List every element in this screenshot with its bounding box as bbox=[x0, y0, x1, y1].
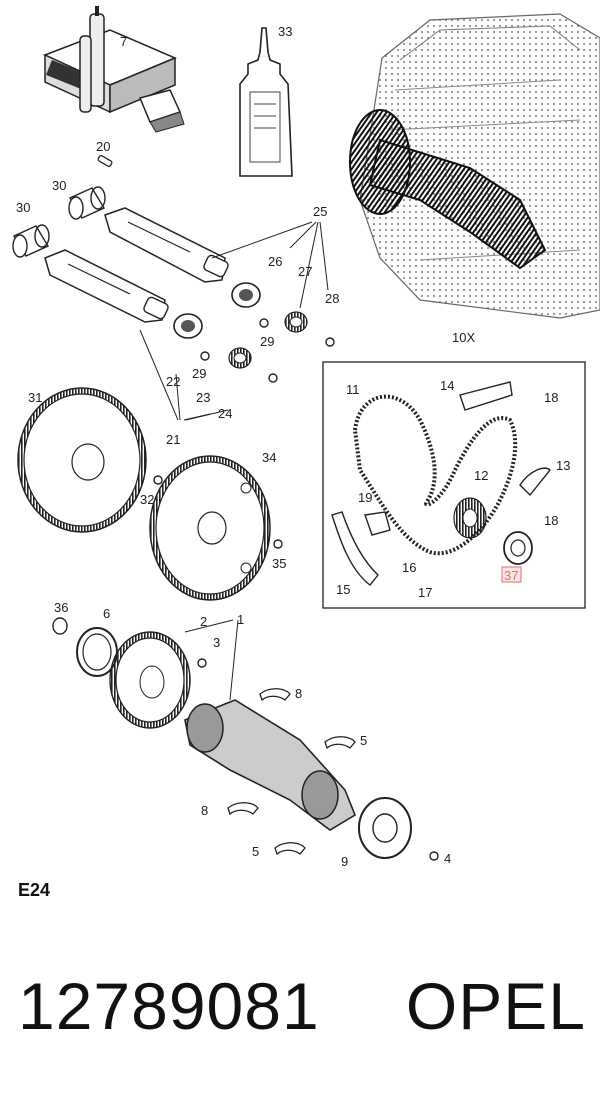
callout-29: 29 bbox=[192, 366, 206, 381]
callout-10x: 10X bbox=[452, 330, 475, 345]
callout-18: 18 bbox=[544, 513, 558, 528]
callout-1: 1 bbox=[237, 612, 244, 627]
balance-shafts bbox=[44, 207, 229, 323]
callout-30: 30 bbox=[52, 178, 66, 193]
crankshaft-assembly bbox=[52, 617, 412, 859]
callout-26: 26 bbox=[268, 254, 282, 269]
callout-15: 15 bbox=[336, 582, 350, 597]
callout-27: 27 bbox=[298, 264, 312, 279]
callout-6: 6 bbox=[103, 606, 110, 621]
callout-7: 7 bbox=[120, 34, 127, 49]
callout-5: 5 bbox=[252, 844, 259, 859]
callout-labels: 7 33 20 30 30 25 26 27 28 29 29 22 23 24… bbox=[16, 24, 570, 869]
callout-34: 34 bbox=[262, 450, 276, 465]
callout-17: 17 bbox=[418, 585, 432, 600]
callout-2: 2 bbox=[200, 614, 207, 629]
callout-24: 24 bbox=[218, 406, 232, 421]
callout-36: 36 bbox=[54, 600, 68, 615]
engine-block-illustration bbox=[349, 13, 600, 319]
callout-8: 8 bbox=[295, 686, 302, 701]
callout-23: 23 bbox=[196, 390, 210, 405]
shaft-sprockets bbox=[173, 282, 308, 369]
callout-4: 4 bbox=[444, 851, 451, 866]
callout-30: 30 bbox=[16, 200, 30, 215]
highlight-box-37 bbox=[501, 566, 522, 583]
pin-part bbox=[97, 154, 113, 168]
callout-3: 3 bbox=[213, 635, 220, 650]
timing-chain-kit-box bbox=[322, 361, 586, 609]
callout-29: 29 bbox=[260, 334, 274, 349]
callout-37: 37 bbox=[504, 568, 518, 583]
callout-35: 35 bbox=[272, 556, 286, 571]
callout-32: 32 bbox=[140, 492, 154, 507]
callout-13: 13 bbox=[556, 458, 570, 473]
callout-18: 18 bbox=[544, 390, 558, 405]
callout-20: 20 bbox=[96, 139, 110, 154]
callout-5: 5 bbox=[360, 733, 367, 748]
leader-lines bbox=[139, 221, 329, 701]
callout-25: 25 bbox=[313, 204, 327, 219]
callout-12: 12 bbox=[474, 468, 488, 483]
parts-exploded-diagram: 7 33 20 30 30 25 26 27 28 29 29 22 23 24… bbox=[12, 6, 600, 869]
callout-22: 22 bbox=[166, 374, 180, 389]
callout-21: 21 bbox=[166, 432, 180, 447]
callout-33: 33 bbox=[278, 24, 292, 39]
callout-14: 14 bbox=[440, 378, 454, 393]
callout-16: 16 bbox=[402, 560, 416, 575]
brand-name: OPEL bbox=[405, 969, 586, 1043]
callout-28: 28 bbox=[325, 291, 339, 306]
part-number: 12789081 bbox=[18, 969, 320, 1043]
flywheel-31 bbox=[17, 387, 147, 533]
callout-11: 11 bbox=[346, 382, 360, 397]
oil-bottle-illustration bbox=[239, 27, 293, 177]
callout-19: 19 bbox=[358, 490, 372, 505]
callout-8: 8 bbox=[201, 803, 208, 818]
flexplate-34 bbox=[149, 455, 271, 601]
section-code: E24 bbox=[18, 880, 51, 900]
callout-9: 9 bbox=[341, 854, 348, 869]
sealant-kit-illustration bbox=[43, 6, 185, 133]
callout-31: 31 bbox=[28, 390, 42, 405]
bushing-parts bbox=[12, 186, 106, 258]
